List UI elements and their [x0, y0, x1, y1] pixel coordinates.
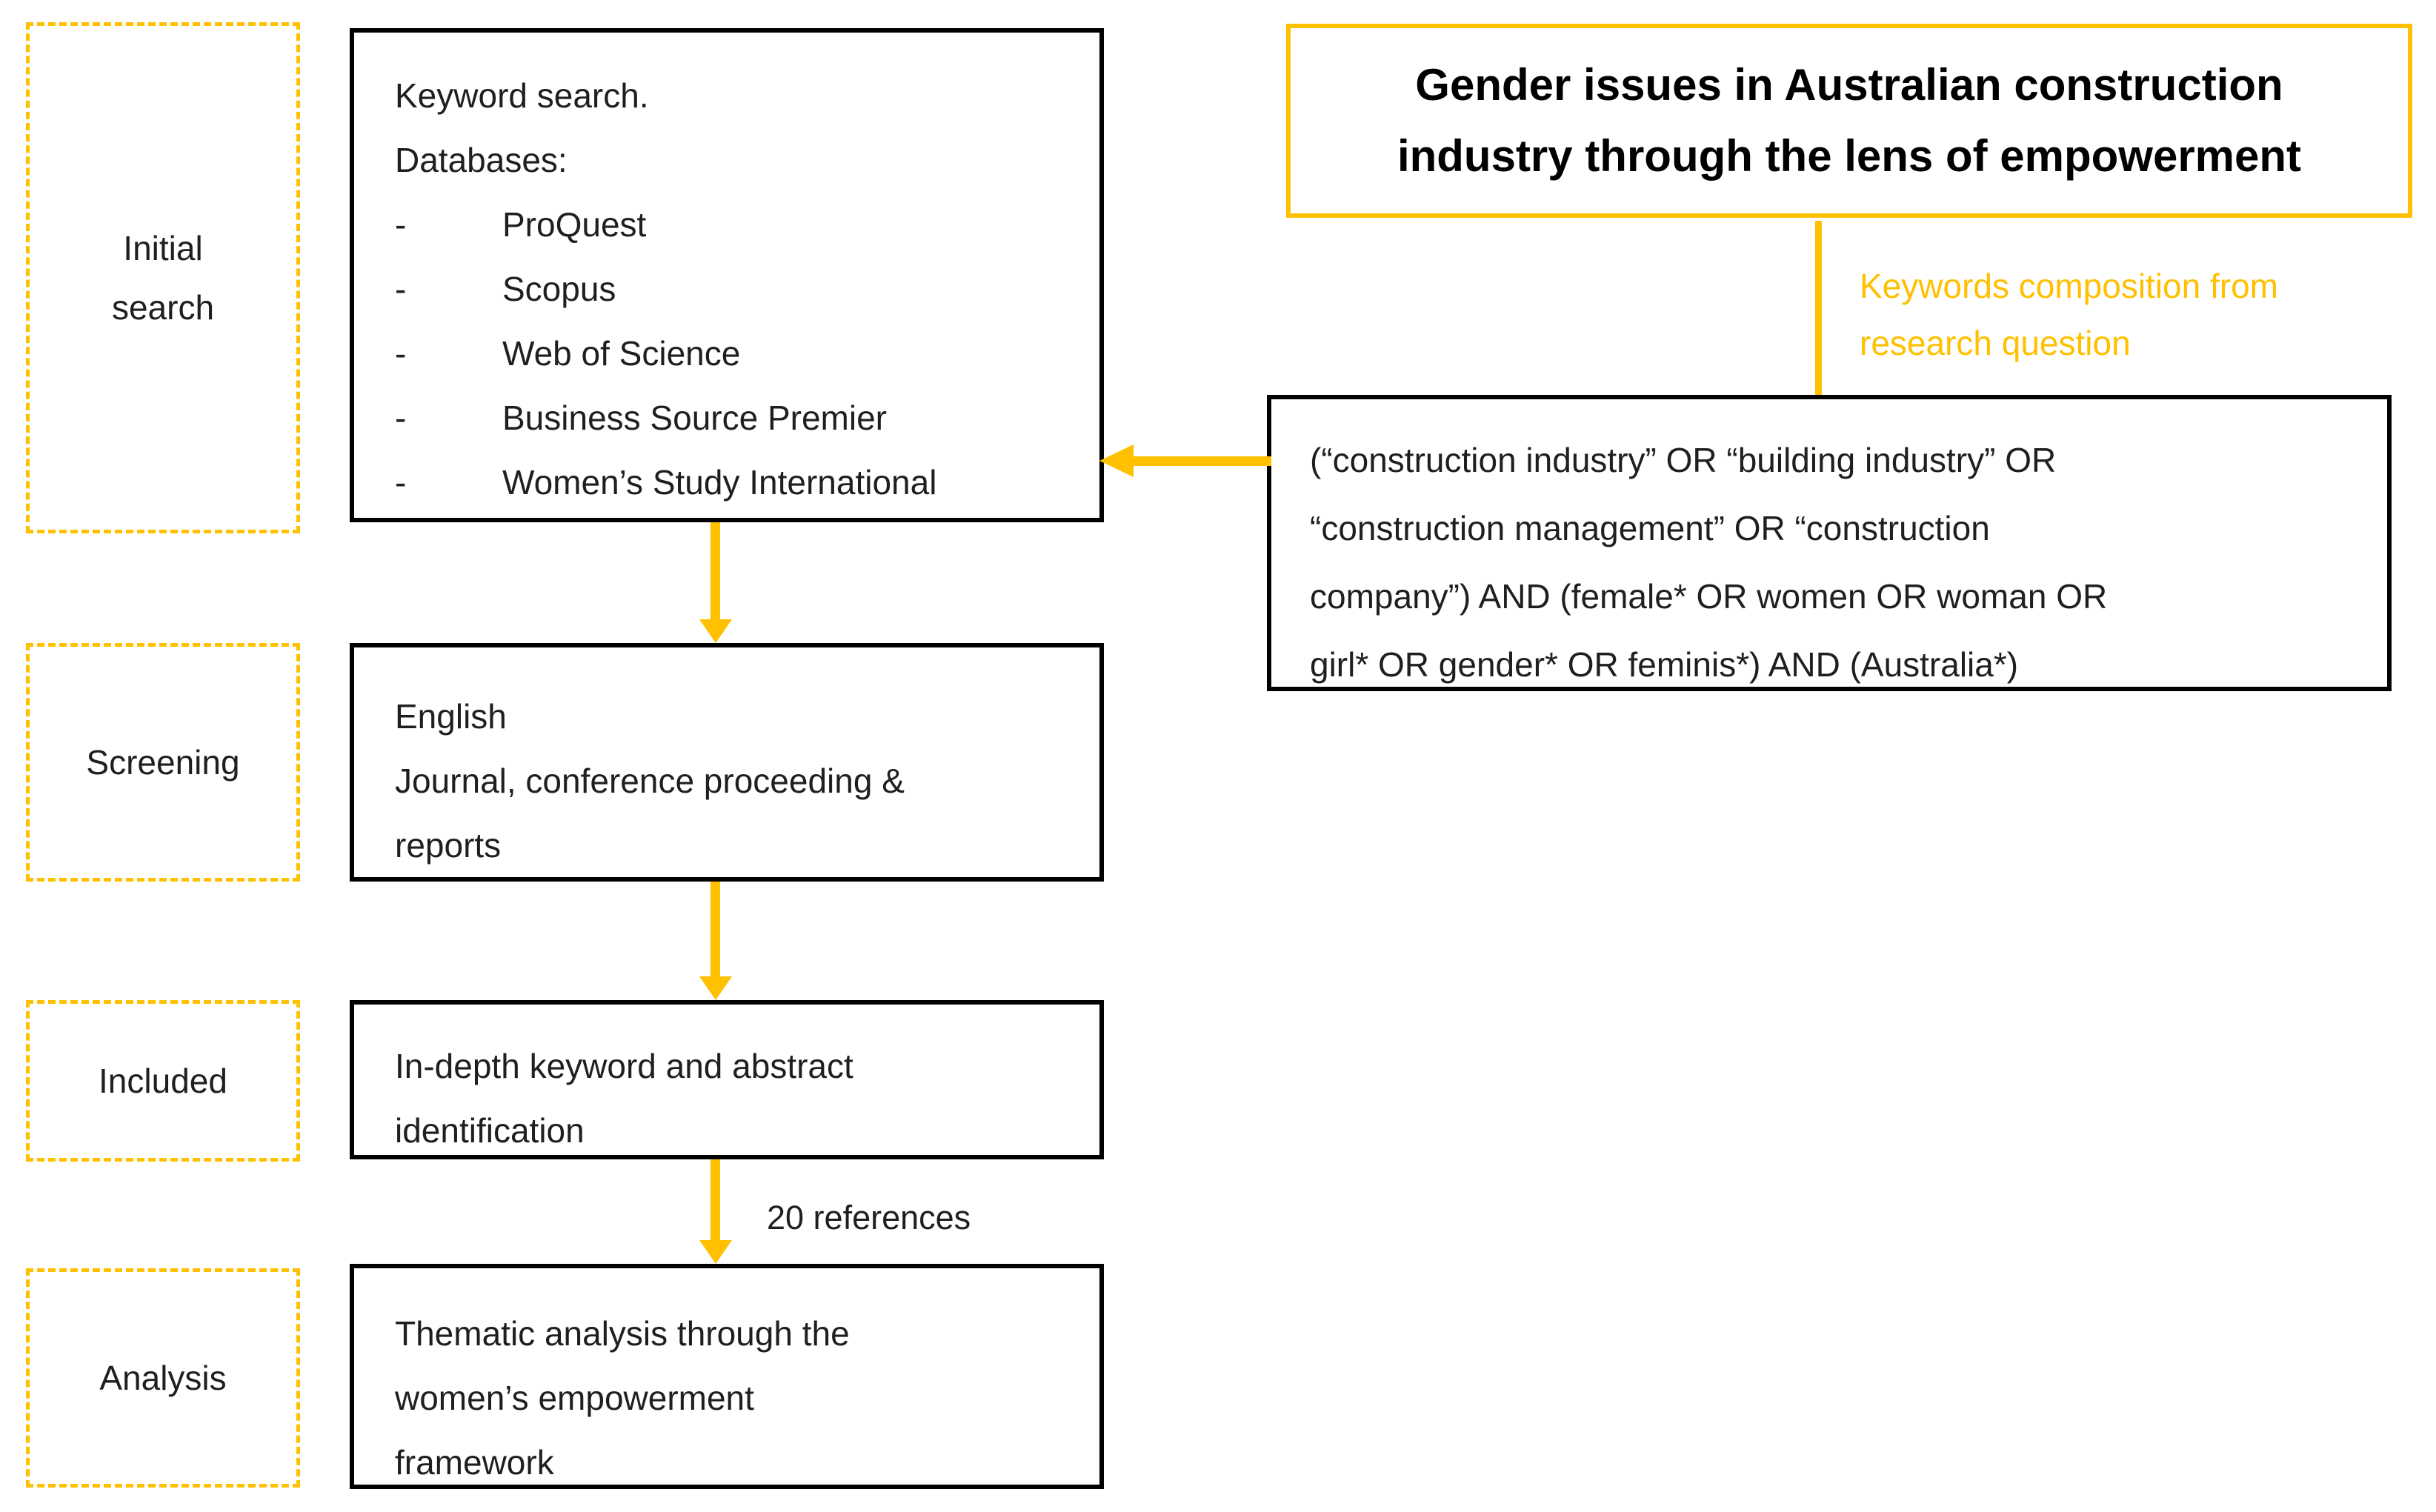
screening-line: Journal, conference proceeding & — [395, 762, 905, 800]
arrow-keyword-to-screening-shaft — [710, 522, 720, 619]
note-line: research question — [1860, 324, 2131, 362]
stage-box-analysis: Analysis — [26, 1268, 300, 1488]
dash-bullet: - — [395, 270, 407, 308]
analysis-line: Thematic analysis through the — [395, 1314, 850, 1353]
dash-bullet: - — [395, 334, 407, 373]
stage-label-included: Included — [99, 1062, 227, 1100]
database-name: Women’s Study International — [502, 463, 937, 502]
arrow-left-icon — [1099, 444, 1134, 477]
arrow-screening-to-included-shaft — [710, 882, 720, 976]
database-item: - Scopus — [395, 257, 1077, 322]
title-line: Gender issues in Australian construction — [1415, 60, 2283, 110]
database-name: Web of Science — [502, 334, 741, 373]
note-line: Keywords composition from — [1860, 267, 2278, 305]
query-line: “construction management” OR “constructi… — [1310, 509, 1990, 547]
stage-box-screening: Screening — [26, 643, 300, 882]
arrow-included-to-analysis-shaft — [710, 1159, 720, 1240]
stage-box-initial-search: Initial search — [26, 22, 300, 533]
query-line: girl* OR gender* OR feminis*) AND (Austr… — [1310, 645, 2019, 684]
database-item: - Web of Science — [395, 322, 1077, 386]
arrow-down-icon — [699, 619, 732, 643]
flow-box-thematic-analysis: Thematic analysis through the women’s em… — [350, 1264, 1104, 1489]
database-item: - Women’s Study International — [395, 450, 1077, 515]
stage-box-included: Included — [26, 1000, 300, 1162]
title-to-query-connector-line — [1815, 221, 1822, 395]
analysis-line: framework — [395, 1443, 554, 1482]
included-line: In-depth keyword and abstract — [395, 1047, 853, 1085]
stage-label-screening: Screening — [86, 743, 240, 782]
stage-label-analysis: Analysis — [99, 1359, 227, 1397]
arrow-down-icon — [699, 1240, 732, 1264]
flow-box-included-identification: In-depth keyword and abstract identifica… — [350, 1000, 1104, 1159]
database-name: ProQuest — [502, 205, 647, 244]
included-line: identification — [395, 1111, 585, 1150]
references-count-label: 20 references — [767, 1199, 971, 1236]
keyword-search-heading: Keyword search. — [395, 76, 649, 115]
stage-label-search: search — [111, 288, 215, 327]
query-line: (“construction industry” OR “building in… — [1310, 441, 2057, 479]
dash-bullet: - — [395, 399, 407, 437]
flow-box-keyword-search: Keyword search. Databases: - ProQuest - … — [350, 28, 1104, 522]
arrow-query-to-keyword-shaft — [1134, 456, 1271, 466]
search-query-box: (“construction industry” OR “building in… — [1267, 395, 2392, 691]
database-item: - Business Source Premier — [395, 386, 1077, 450]
analysis-line: women’s empowerment — [395, 1379, 754, 1417]
arrow-down-icon — [699, 976, 732, 1000]
screening-line: reports — [395, 826, 502, 865]
stage-label-initial: Initial — [123, 229, 203, 267]
keywords-composition-note: Keywords composition from research quest… — [1860, 258, 2278, 372]
query-line: company”) AND (female* OR women OR woman… — [1310, 577, 2108, 616]
database-name: Scopus — [502, 270, 616, 308]
title-line: industry through the lens of empowerment — [1397, 131, 2302, 181]
screening-line: English — [395, 697, 507, 736]
flow-box-screening-criteria: English Journal, conference proceeding &… — [350, 643, 1104, 882]
database-item: - ProQuest — [395, 193, 1077, 257]
dash-bullet: - — [395, 463, 407, 502]
research-question-title-box: Gender issues in Australian construction… — [1286, 24, 2412, 218]
database-name: Business Source Premier — [502, 399, 887, 437]
databases-subheading: Databases: — [395, 141, 568, 179]
dash-bullet: - — [395, 205, 407, 244]
